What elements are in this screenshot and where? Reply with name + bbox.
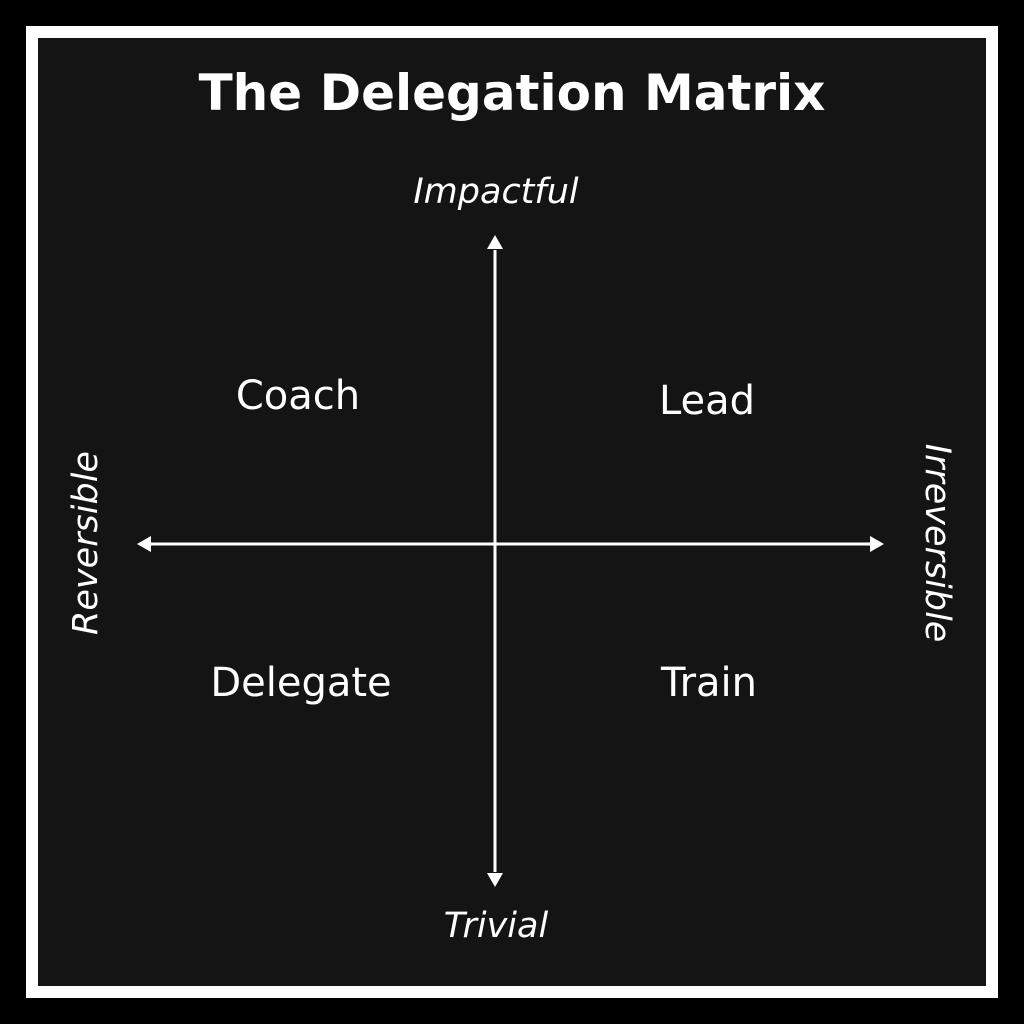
axis-label-left: Reversible xyxy=(66,451,106,635)
arrow-left-icon xyxy=(137,536,151,552)
quadrant-coach: Coach xyxy=(235,373,361,419)
arrow-down-icon xyxy=(487,873,503,887)
axis-label-top: Impactful xyxy=(413,172,579,212)
quadrant-lead: Lead xyxy=(658,378,756,424)
quadrant-train: Train xyxy=(661,660,757,706)
page-title: The Delegation Matrix xyxy=(198,64,826,122)
diagram-canvas xyxy=(38,38,986,986)
axis-label-bottom: Trivial xyxy=(443,906,549,946)
arrow-right-icon xyxy=(870,536,884,552)
quadrant-delegate: Delegate xyxy=(210,660,392,706)
axis-label-right: Irreversible xyxy=(917,443,957,643)
arrow-up-icon xyxy=(487,235,503,249)
